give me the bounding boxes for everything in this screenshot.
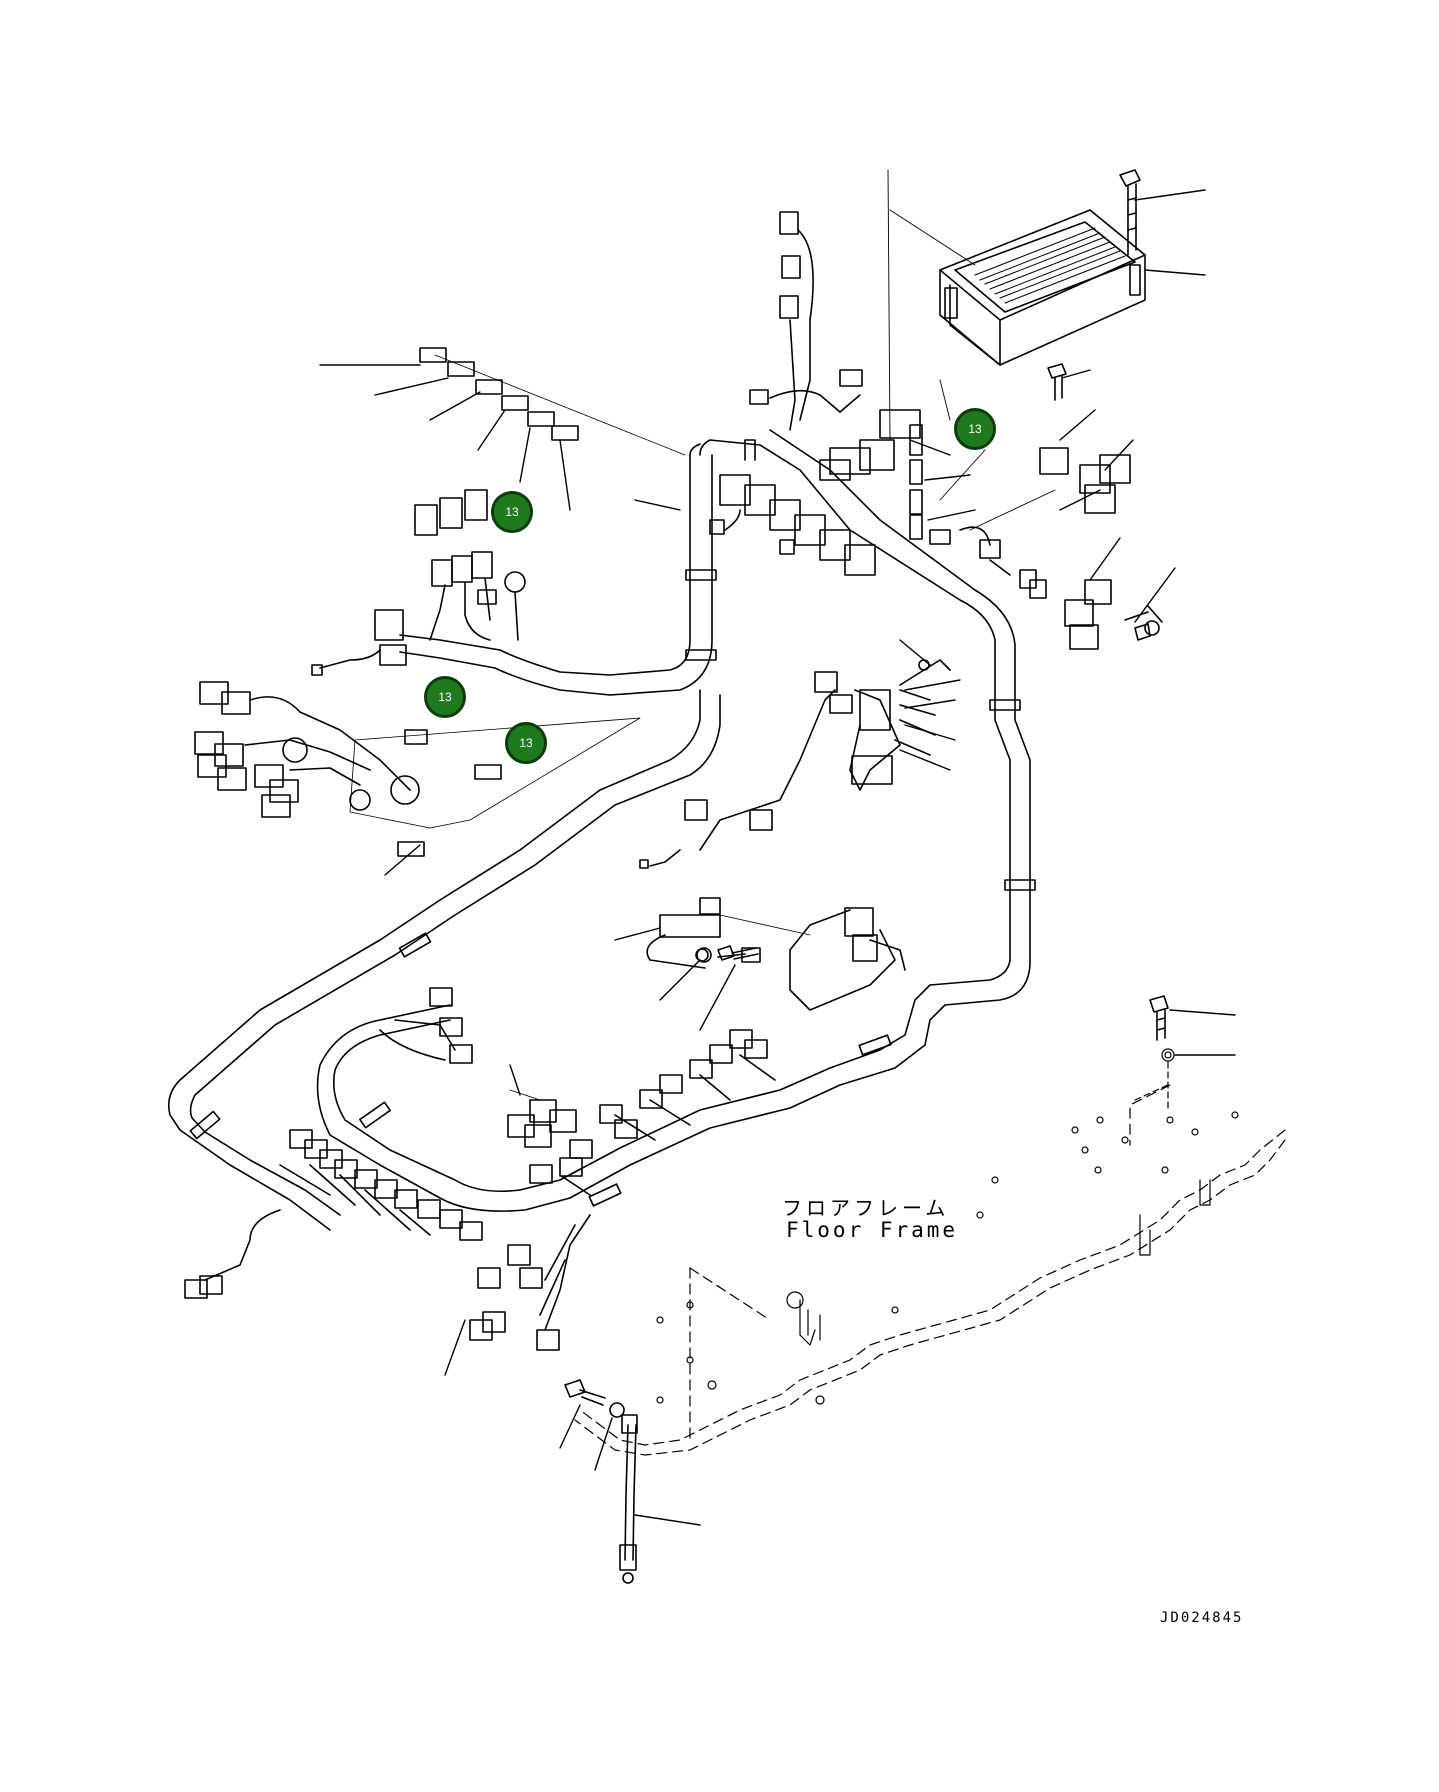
drawing-number: JD024845 xyxy=(1160,1610,1244,1626)
part-callout[interactable]: 13 xyxy=(505,722,547,764)
left-connectors xyxy=(194,347,686,857)
controller-box xyxy=(939,169,1163,650)
floor-frame xyxy=(574,1084,1286,1456)
part-callout[interactable]: 13 xyxy=(424,676,466,718)
main-harness xyxy=(167,429,1036,1231)
part-callout[interactable]: 13 xyxy=(491,491,533,533)
floor-frame-label-en: Floor Frame xyxy=(786,1218,959,1242)
upper-connectors xyxy=(709,211,1047,599)
center-connectors xyxy=(184,659,951,1351)
floor-frame-label-jp: フロアフレーム xyxy=(782,1196,950,1220)
floor-frame-details xyxy=(656,1048,1239,1405)
leader-lines xyxy=(319,169,1236,1526)
part-callout[interactable]: 13 xyxy=(954,408,996,450)
fasteners xyxy=(564,623,1169,1584)
